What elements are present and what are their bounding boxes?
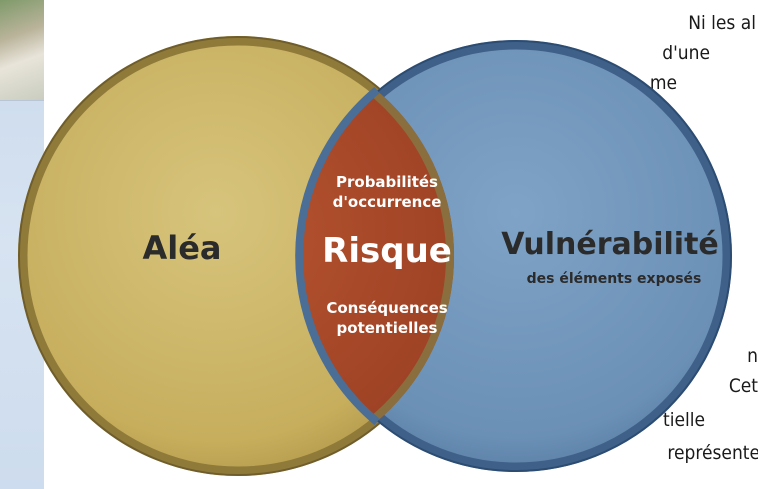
intersection-top-line-1: Probabilités	[336, 173, 438, 191]
intersection-bottom-line-1: Conséquences	[326, 299, 447, 317]
body-text-line: me	[649, 72, 677, 94]
body-text-line: Cet	[728, 375, 758, 397]
intersection-top-line-2: d'occurrence	[333, 193, 442, 211]
risque-intersection	[300, 40, 454, 472]
risque-label: Risque	[322, 231, 452, 271]
body-text-line: tielle	[663, 409, 705, 431]
alea-label: Aléa	[142, 229, 221, 267]
landscape-photo	[0, 0, 44, 101]
body-text-column: Ni les al d'une me d n Cet tielle représ…	[618, 8, 758, 489]
body-text-line: représente	[667, 442, 758, 464]
body-text-line: Ni les al	[688, 12, 756, 34]
vulnerabilite-sublabel: des éléments exposés	[527, 271, 702, 287]
intersection-bottom-line-2: potentielles	[337, 319, 438, 337]
body-text-line: n	[747, 345, 758, 367]
vulnerabilite-label: Vulnérabilité	[501, 227, 719, 262]
body-text-line: d'une	[662, 42, 710, 64]
